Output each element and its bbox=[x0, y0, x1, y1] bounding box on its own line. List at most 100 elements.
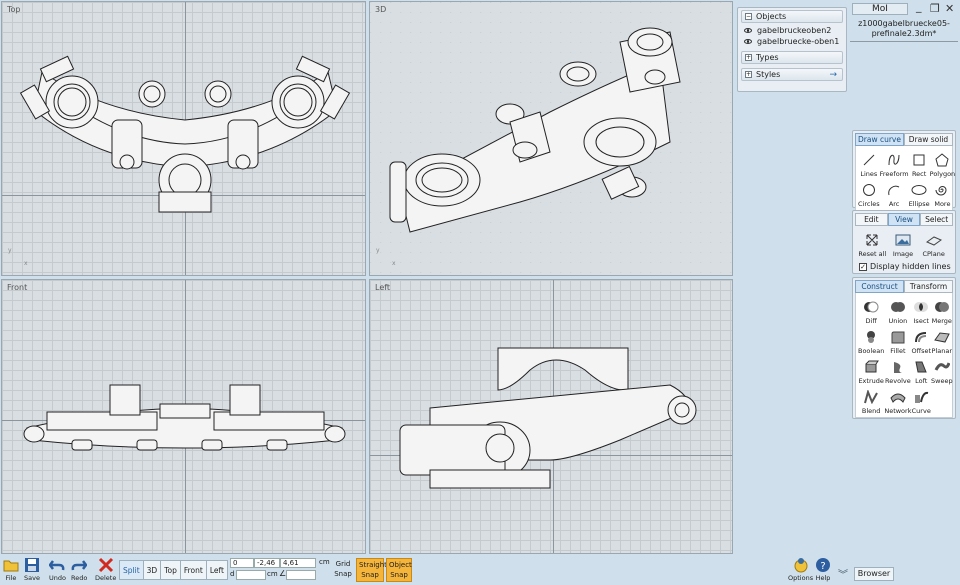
sweep-button[interactable]: Sweep bbox=[931, 355, 953, 385]
image-icon bbox=[895, 232, 911, 248]
extrude-button[interactable]: Extrude bbox=[858, 355, 884, 385]
coord-z-field[interactable]: 4,61 bbox=[280, 558, 316, 568]
split-view-button[interactable]: Split bbox=[119, 560, 144, 580]
curve-button[interactable]: Curve bbox=[911, 385, 931, 415]
undo-button[interactable]: Undo bbox=[48, 557, 66, 582]
freeform-button[interactable]: Freeform bbox=[880, 148, 909, 178]
undo-label: Undo bbox=[49, 574, 66, 582]
network-button[interactable]: Network bbox=[884, 385, 911, 415]
tab-draw-curve[interactable]: Draw curve bbox=[855, 133, 904, 146]
reset-all-button[interactable]: Reset all bbox=[857, 228, 888, 258]
tool-label: Arc bbox=[888, 200, 900, 208]
boolean-button[interactable]: Boolean bbox=[858, 325, 884, 355]
options-button[interactable]: Options bbox=[788, 557, 813, 582]
objects-section-header[interactable]: − Objects bbox=[741, 10, 843, 23]
arrow-right-icon[interactable]: → bbox=[829, 69, 837, 80]
boolean-icon bbox=[863, 329, 879, 345]
help-button[interactable]: ? Help bbox=[815, 557, 831, 582]
network-icon bbox=[890, 389, 906, 405]
tab-transform[interactable]: Transform bbox=[904, 280, 953, 293]
union-button[interactable]: Union bbox=[884, 295, 911, 325]
maximize-icon[interactable]: ❐ bbox=[930, 2, 940, 15]
tab-construct[interactable]: Construct bbox=[855, 280, 904, 293]
tab-select[interactable]: Select bbox=[920, 213, 954, 226]
polygon-button[interactable]: Polygon bbox=[930, 148, 955, 178]
double-chevron-down-icon[interactable]: ︾ bbox=[838, 570, 848, 581]
tool-label: Image bbox=[892, 250, 914, 258]
viewport-front[interactable]: Front bbox=[1, 279, 366, 554]
tool-label: Ellipse bbox=[908, 200, 930, 208]
front-view-button[interactable]: Front bbox=[179, 560, 207, 580]
close-icon[interactable]: ✕ bbox=[945, 2, 955, 15]
isect-button[interactable]: Isect bbox=[911, 295, 931, 325]
tool-label: Circles bbox=[858, 200, 880, 208]
tool-label: Merge bbox=[931, 317, 952, 325]
object-snap-label: Object bbox=[389, 561, 412, 569]
left-view-button[interactable]: Left bbox=[205, 560, 228, 580]
3d-view-button[interactable]: 3D bbox=[142, 560, 162, 580]
object-snap-toggle[interactable]: Object Snap bbox=[386, 558, 412, 582]
redo-button[interactable]: Redo bbox=[71, 557, 88, 582]
tab-view[interactable]: View bbox=[887, 213, 921, 226]
straight-snap-toggle[interactable]: Straight Snap bbox=[356, 558, 387, 582]
tool-label: Network bbox=[884, 407, 912, 415]
cplane-button[interactable]: CPlane bbox=[918, 228, 949, 258]
offset-button[interactable]: Offset bbox=[911, 325, 931, 355]
viewport-title-top: Top bbox=[7, 5, 21, 14]
file-button[interactable]: File bbox=[3, 557, 19, 582]
display-hidden-lines-row: ✓ Display hidden lines bbox=[853, 262, 955, 271]
tab-draw-solid[interactable]: Draw solid bbox=[904, 133, 953, 146]
circles-button[interactable]: Circles bbox=[858, 178, 880, 208]
merge-button[interactable]: Merge bbox=[931, 295, 953, 325]
expand-icon[interactable]: + bbox=[745, 71, 752, 78]
expand-icon[interactable]: + bbox=[745, 54, 752, 61]
grid-snap-label-2: Snap bbox=[334, 570, 352, 578]
planar-button[interactable]: Planar bbox=[931, 325, 953, 355]
diff-button[interactable]: Diff bbox=[858, 295, 884, 325]
unit-label-2: cm bbox=[267, 570, 278, 578]
blend-button[interactable]: Blend bbox=[858, 385, 884, 415]
rect-button[interactable]: Rect bbox=[909, 148, 930, 178]
image-button[interactable]: Image bbox=[888, 228, 919, 258]
fillet-button[interactable]: Fillet bbox=[884, 325, 911, 355]
styles-section-header[interactable]: + Styles → bbox=[741, 68, 843, 81]
object-snap-label-2: Snap bbox=[390, 571, 408, 579]
save-button[interactable]: Save bbox=[24, 557, 40, 582]
eye-icon[interactable] bbox=[744, 39, 752, 44]
collapse-icon[interactable]: − bbox=[745, 13, 752, 20]
coord-y-field[interactable]: -2,46 bbox=[254, 558, 280, 568]
distance-field[interactable] bbox=[236, 570, 266, 580]
delete-button[interactable]: Delete bbox=[95, 557, 116, 582]
object-item[interactable]: gabelbruecke-oben1 bbox=[738, 36, 846, 47]
angle-field[interactable] bbox=[286, 570, 316, 580]
loft-icon bbox=[913, 359, 929, 375]
coord-x-field[interactable]: 0 bbox=[230, 558, 254, 568]
tool-label: Isect bbox=[913, 317, 929, 325]
display-hidden-lines-checkbox[interactable]: ✓ bbox=[859, 262, 867, 271]
grid-snap-toggle[interactable]: Grid Snap bbox=[332, 558, 354, 582]
object-item[interactable]: gabelbruckeoben2 bbox=[738, 25, 846, 36]
tool-label: Planar bbox=[931, 347, 953, 355]
browser-button[interactable]: Browser bbox=[854, 567, 894, 581]
top-view-button[interactable]: Top bbox=[160, 560, 181, 580]
blend-icon bbox=[863, 389, 879, 405]
revolve-button[interactable]: Revolve bbox=[884, 355, 911, 385]
loft-button[interactable]: Loft bbox=[911, 355, 931, 385]
bottom-toolbar: File Save Undo Redo Delete Split 3D Top … bbox=[0, 556, 960, 585]
lines-button[interactable]: Lines bbox=[858, 148, 880, 178]
ellipse-button[interactable]: Ellipse bbox=[909, 178, 930, 208]
styles-label: Styles bbox=[756, 70, 781, 79]
file-name-line1: z1000gabelbruecke05- bbox=[858, 19, 950, 28]
eye-icon[interactable] bbox=[744, 28, 752, 33]
minimize-icon[interactable]: _ bbox=[916, 0, 922, 13]
tool-label: Diff bbox=[865, 317, 877, 325]
tab-edit[interactable]: Edit bbox=[855, 213, 888, 226]
more-button[interactable]: More bbox=[930, 178, 956, 208]
viewport-left[interactable]: Left bbox=[369, 279, 733, 554]
types-section-header[interactable]: + Types bbox=[741, 51, 843, 64]
straight-snap-label: Straight bbox=[359, 561, 387, 569]
draw-tools-grid: Lines Freeform Rect Polygon Circles Arc … bbox=[855, 146, 956, 211]
arc-button[interactable]: Arc bbox=[880, 178, 909, 208]
